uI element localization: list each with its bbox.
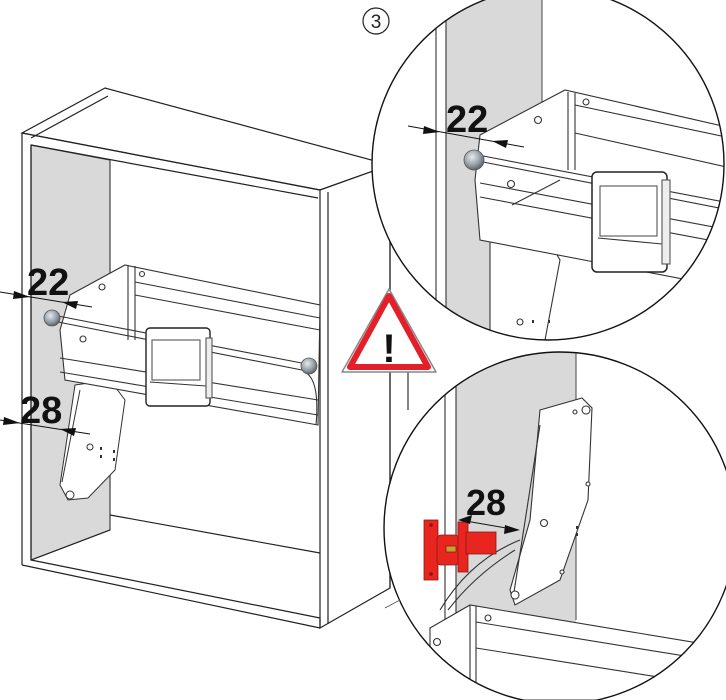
rail-knob-right [300,357,318,375]
lift-arm-main [59,379,126,501]
step-number-badge: 3 [362,7,390,35]
hinge-red-icon [423,519,497,581]
dimension-label-28-detail: 28 [466,482,506,523]
detail-callout-top: 22 [371,0,725,341]
cabinet-right-side [319,164,391,630]
rail-knob-left [43,309,61,327]
dimension-label-22-detail: 22 [446,99,488,141]
dimension-22-main: 22 [0,262,93,309]
dimension-28-main: 28 [0,390,91,436]
warning-triangle-icon: ! [341,288,437,410]
detail-callout-bottom: 28 [383,351,726,700]
dimension-label-28-main: 28 [20,390,62,432]
front-rail-main [57,264,321,426]
rail-handle-main [145,327,213,407]
warning-symbol: ! [382,327,395,371]
cabinet-main-view [20,87,393,630]
dimension-label-22-main: 22 [27,262,69,304]
step-number: 3 [371,12,382,33]
